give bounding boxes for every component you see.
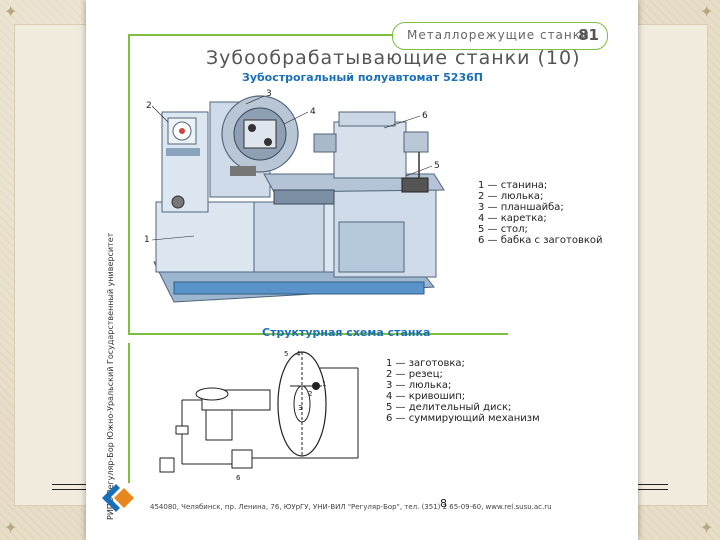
scheme-legend-item: 2 — резец; — [386, 369, 443, 380]
machine-legend-item: 4 — каретка; — [478, 213, 547, 224]
callout-4: 4 — [310, 107, 316, 117]
section-header-label: Металлорежущие станки — [407, 28, 590, 42]
machine-legend-item: 5 — стол; — [478, 224, 528, 235]
callout-6: 6 — [422, 111, 428, 121]
corner-ornament-icon: ✦ — [700, 2, 714, 21]
callout-2: 2 — [146, 101, 152, 111]
header-rule — [128, 34, 392, 36]
structural-scheme-diagram: 5 4 1 2 3 6 — [159, 350, 359, 482]
section-rule — [128, 333, 508, 335]
page-footer: 454080, Челябинск, пр. Ленина, 76, ЮУрГУ… — [150, 503, 552, 511]
scheme-left-rule — [128, 343, 130, 483]
machine-caption: Зубострогальный полуавтомат 5236П — [242, 71, 483, 84]
scheme-callout: 5 — [284, 350, 288, 358]
section-header: Металлорежущие станки 81 — [392, 22, 608, 50]
scheme-caption: Структурная схема станка — [262, 326, 431, 339]
machine-legend-item: 1 — станина; — [478, 180, 548, 191]
scheme-legend-item: 3 — люлька; — [386, 380, 452, 391]
scheme-callout: 4 — [296, 350, 301, 358]
scheme-legend-item: 6 — суммирующий механизм — [386, 413, 540, 424]
page-number: 81 — [578, 26, 599, 44]
callout-3: 3 — [266, 89, 272, 99]
frame-left-rule — [128, 34, 130, 334]
scheme-legend-item: 4 — кривошип; — [386, 391, 466, 402]
machine-legend-item: 6 — бабка с заготовкой — [478, 235, 603, 246]
corner-ornament-icon: ✦ — [4, 2, 18, 21]
callout-1: 1 — [144, 235, 150, 245]
document-page: Металлорежущие станки 81 Зубообрабатываю… — [86, 0, 638, 540]
machine-legend: 1 — станина; 2 — люлька; 3 — планшайба; … — [478, 180, 603, 246]
divider-line-left — [52, 484, 102, 490]
machine-legend-item: 3 — планшайба; — [478, 202, 564, 213]
scheme-callout: 1 — [322, 380, 326, 388]
scheme-legend: 1 — заготовка; 2 — резец; 3 — люлька; 4 … — [386, 358, 540, 424]
slide-number: 8 — [440, 497, 447, 510]
corner-ornament-icon: ✦ — [700, 518, 714, 537]
scheme-legend-item: 1 — заготовка; — [386, 358, 465, 369]
scheme-callout: 3 — [298, 404, 302, 412]
corner-ornament-icon: ✦ — [4, 518, 18, 537]
side-credit: РИПО Регуляр-Бор Южно-Уральский Государс… — [106, 232, 115, 520]
callout-5: 5 — [434, 161, 440, 171]
machine-legend-item: 2 — люлька; — [478, 191, 544, 202]
publisher-logo-icon — [102, 484, 134, 512]
machine-illustration: 2 3 4 6 5 1 — [144, 89, 445, 303]
scheme-callout: 2 — [308, 390, 312, 398]
page-title: Зубообрабатывающие станки (10) — [206, 47, 581, 69]
scheme-callout: 6 — [236, 474, 241, 482]
divider-line-right — [618, 484, 668, 490]
scheme-legend-item: 5 — делительный диск; — [386, 402, 512, 413]
